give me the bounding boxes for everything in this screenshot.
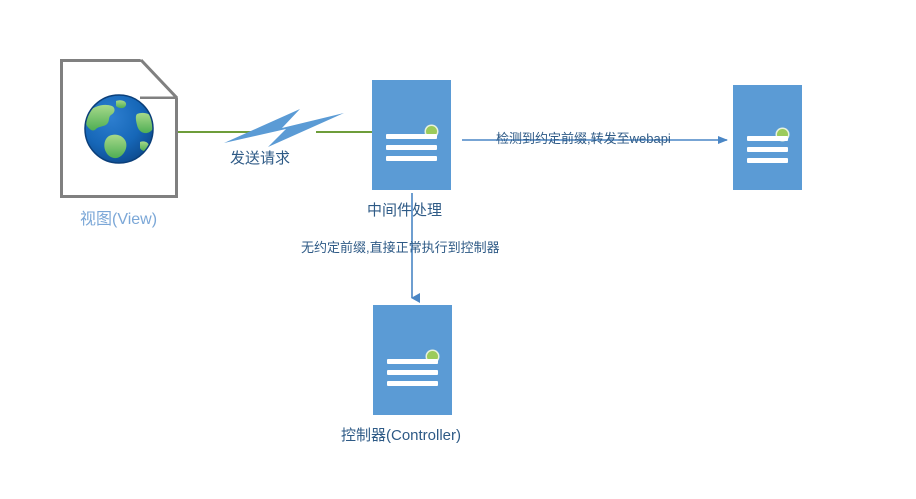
globe-icon — [82, 92, 156, 166]
status-led-icon — [427, 351, 438, 363]
node-middleware-label: 中间件处理 — [367, 202, 443, 219]
document-fold-corner-icon — [140, 59, 178, 99]
request-connector-line-left — [178, 131, 252, 133]
node-controller-label: 控制器(Controller) — [341, 427, 462, 444]
status-led-icon — [777, 129, 788, 141]
server-bars-icon — [387, 359, 438, 387]
lightning-bolt-icon — [222, 103, 346, 148]
edge-request-label: 发送请求 — [230, 150, 291, 167]
server-bars-icon — [747, 135, 788, 163]
node-view-label: 视图(View) — [80, 211, 158, 228]
node-view[interactable] — [60, 59, 178, 198]
edge-to-webapi-label: 检测到约定前缀,转发至webapi — [496, 131, 671, 146]
node-controller[interactable] — [373, 305, 452, 415]
status-led-icon — [426, 126, 437, 138]
node-webapi[interactable] — [733, 85, 802, 190]
node-middleware[interactable] — [372, 80, 451, 190]
server-bars-icon — [386, 134, 437, 162]
edge-to-controller-label: 无约定前缀,直接正常执行到控制器 — [301, 240, 500, 255]
request-connector-line-right — [316, 131, 372, 133]
